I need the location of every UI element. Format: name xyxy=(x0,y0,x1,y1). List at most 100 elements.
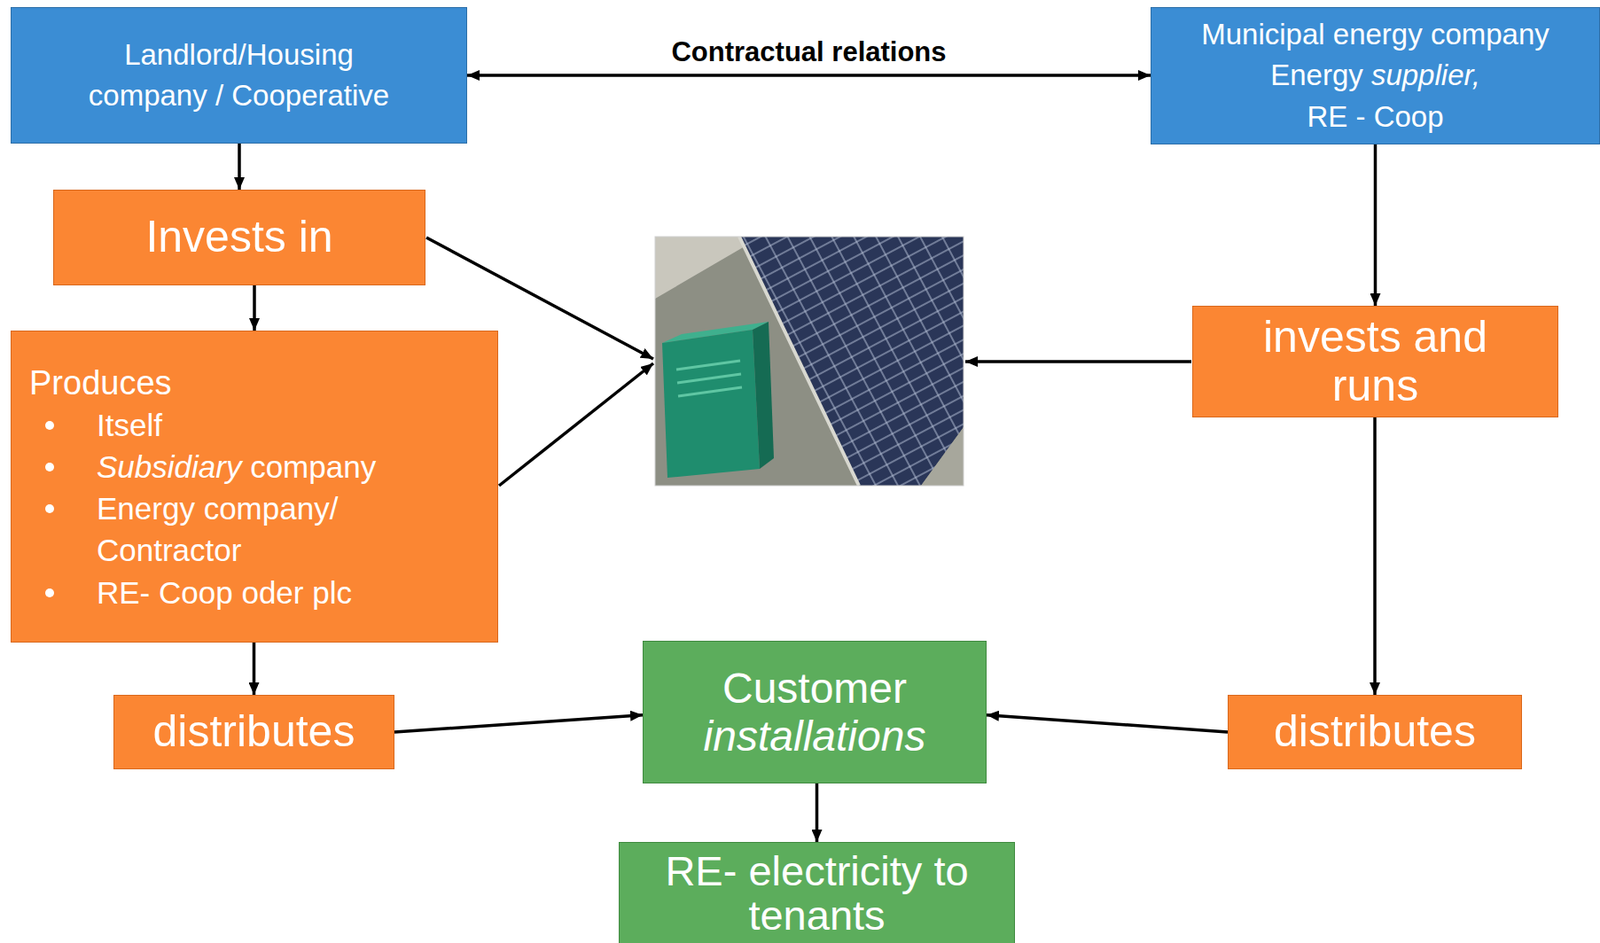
cabinet-vent xyxy=(676,360,741,370)
gravel-ground xyxy=(920,427,964,486)
cabinet-side xyxy=(752,321,774,469)
flow-arrow xyxy=(1373,417,1377,695)
text-word: distributes xyxy=(1273,706,1476,757)
text-word: Subsidiary xyxy=(96,449,242,484)
text-row: RE- electricity to tenants xyxy=(664,849,968,937)
text-row: Municipal energy company Energy supplier… xyxy=(1201,14,1550,138)
flow-arrow xyxy=(467,73,1151,78)
text-word: electricity xyxy=(748,847,922,895)
box-text: invests and runs xyxy=(1263,312,1488,411)
text-row: distributes xyxy=(1273,706,1476,758)
node-content: Customer installations xyxy=(703,664,927,761)
text-word: company xyxy=(88,78,208,112)
bullet-dot xyxy=(45,504,55,514)
text-word: tenants xyxy=(748,891,885,939)
node-content: Landlord/Housing company / Cooperative xyxy=(88,34,390,117)
flow-arrow xyxy=(986,715,1228,733)
cabinet-vent xyxy=(677,374,742,383)
text-word: invests xyxy=(1263,312,1402,362)
text-word: company xyxy=(1430,17,1550,51)
text-word: plc xyxy=(312,575,352,610)
text-word: Invests xyxy=(145,211,286,262)
cabinet-vent xyxy=(678,387,742,397)
box-heading: Produces xyxy=(29,363,172,405)
flow-arrow xyxy=(815,783,820,843)
text-row: Invests in xyxy=(145,211,333,264)
bullet-text: Itself xyxy=(96,404,163,446)
box-text: distributes xyxy=(1273,706,1476,758)
text-word: Municipal xyxy=(1201,17,1325,51)
text-word: Energy xyxy=(96,491,196,526)
arrow-to-plant xyxy=(965,359,1192,364)
text-word: energy xyxy=(1333,17,1423,51)
text-word: Contractor xyxy=(96,532,242,568)
text-word: Itself xyxy=(96,407,163,443)
text-row: Energy company/ Contractor xyxy=(29,487,376,572)
box-text: Invests in xyxy=(145,211,333,264)
box-text: Customer installations xyxy=(703,664,927,761)
process-box: Invests in xyxy=(53,189,426,286)
text-row: Landlord/Housing company / Cooperative xyxy=(88,34,390,117)
party-box: Municipal energy company Energy supplier… xyxy=(1150,7,1600,145)
text-row: invests and runs xyxy=(1263,312,1488,411)
bullet-dot xyxy=(45,462,55,472)
text-row: Customer installations xyxy=(703,664,927,761)
flow-arrow xyxy=(252,285,257,331)
process-box: invests and runs xyxy=(1192,305,1559,418)
text-word: runs xyxy=(1332,360,1419,411)
text-word: Cooperative xyxy=(231,78,390,112)
gravel-ground xyxy=(655,236,964,486)
bullet-text: Energy company/ Contractor xyxy=(96,487,338,572)
text-word: RE xyxy=(1306,100,1348,133)
text-word: installations xyxy=(703,712,927,760)
node-content: Municipal energy company Energy supplier… xyxy=(1201,14,1550,138)
box-text: distributes xyxy=(153,706,356,758)
text-word: - xyxy=(1355,100,1366,133)
box-text: Municipal energy company Energy supplier… xyxy=(1201,14,1550,138)
text-row: Subsidiary company xyxy=(29,445,376,488)
text-row: Itself xyxy=(29,404,376,446)
text-row: distributes xyxy=(153,706,356,758)
text-word: distributes xyxy=(153,706,356,757)
solar-chp-photo xyxy=(655,236,964,486)
text-word: supplier, xyxy=(1371,58,1481,92)
box-text: Landlord/Housing company / Cooperative xyxy=(88,34,390,117)
cabinet-front xyxy=(662,329,760,478)
text-word: Produces xyxy=(29,364,172,402)
box-text: RE- electricity to tenants xyxy=(664,849,968,937)
flow-arrow xyxy=(252,642,257,695)
text-word: Customer xyxy=(722,664,907,712)
text-word: / xyxy=(215,78,224,112)
customer-box: RE- electricity to tenants xyxy=(618,842,1015,943)
flow-arrow xyxy=(394,715,643,733)
text-word: in xyxy=(298,211,334,262)
party-box: Landlord/Housing company / Cooperative xyxy=(10,7,468,144)
text-word: to xyxy=(933,847,968,895)
text-word: oder xyxy=(241,575,304,610)
node-content: Invests in xyxy=(145,211,333,264)
process-box: distributes xyxy=(113,694,395,770)
node-content: distributes xyxy=(1273,706,1476,758)
flow-arrow xyxy=(237,143,242,190)
solar-panels xyxy=(739,236,964,486)
process-box: distributes xyxy=(1227,694,1522,770)
text-word: Coop xyxy=(158,575,234,610)
text-row: RE- Coop oder plc xyxy=(29,571,376,614)
node-content: RE- electricity to tenants xyxy=(664,849,968,937)
text-word: Energy xyxy=(1270,58,1364,92)
edge-label: Contractual relations xyxy=(667,36,950,69)
text-word: company/ xyxy=(203,491,339,526)
text-row: Produces xyxy=(29,363,376,405)
bullet-dot xyxy=(45,421,55,430)
photo-frame xyxy=(655,236,964,486)
customer-box: Customer installations xyxy=(642,640,987,784)
bullet-dot xyxy=(45,588,55,598)
node-content: distributes xyxy=(153,706,356,758)
process-box: ProducesItselfSubsidiary companyEnergy c… xyxy=(10,330,499,643)
text-word: RE- xyxy=(664,847,737,895)
node-content: ProducesItselfSubsidiary companyEnergy c… xyxy=(29,363,376,614)
text-word: Landlord/Housing xyxy=(124,38,354,71)
arrow-to-plant xyxy=(499,363,654,486)
text-word: Coop xyxy=(1373,100,1444,133)
